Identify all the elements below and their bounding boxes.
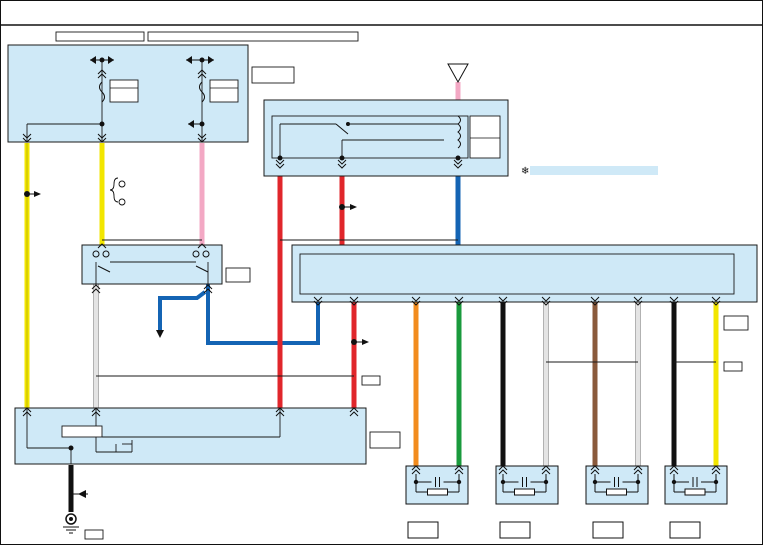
ground-icon: [63, 513, 79, 534]
module-pin-7: [590, 296, 600, 306]
bottom-left-module-label: [369, 431, 401, 449]
connector-module-2: [495, 465, 559, 505]
module-pin-1: [313, 296, 323, 306]
ground-note-label: [723, 361, 743, 372]
module-pin-2: [349, 296, 359, 306]
control-module-label: [723, 315, 749, 331]
fuse-label-2: [209, 79, 239, 103]
module-pin-9: [669, 296, 679, 306]
connector-module-4: [664, 465, 728, 505]
control-module: [291, 244, 758, 306]
wire-blue-branch: [158, 290, 207, 330]
connector-label-2: [499, 521, 531, 539]
module-pin-3: [411, 296, 421, 306]
module-pin-5: [498, 296, 508, 306]
connector-module-3: [585, 465, 649, 505]
power-source-icon: [447, 63, 469, 84]
switch-unit-label: [225, 267, 251, 283]
module-pin-10: [711, 296, 721, 306]
fuse-box-label: [251, 66, 295, 84]
ground-label: [84, 529, 104, 540]
connector-module-1: [405, 465, 469, 505]
switch-unit: [81, 243, 223, 294]
bottom-left-module: [14, 407, 367, 465]
fuse-label-1: [109, 79, 139, 103]
option-brace: [109, 177, 119, 203]
splice-lines: [96, 239, 716, 377]
relay-module: [263, 99, 509, 177]
note-symbol: ❄: [521, 166, 529, 177]
fuse-relay-box: [7, 44, 249, 143]
connector-label-1: [407, 521, 439, 539]
header-label-box-1: [55, 31, 145, 42]
connector-label-4: [669, 521, 701, 539]
header-label-box-2: [147, 31, 359, 42]
connector-label-3: [592, 521, 624, 539]
module-pin-4: [454, 296, 464, 306]
module-pin-8: [633, 296, 643, 306]
module-pin-6: [541, 296, 551, 306]
note-bar: [530, 166, 658, 175]
wire-blue: [206, 284, 320, 345]
splice-label: [361, 375, 381, 386]
